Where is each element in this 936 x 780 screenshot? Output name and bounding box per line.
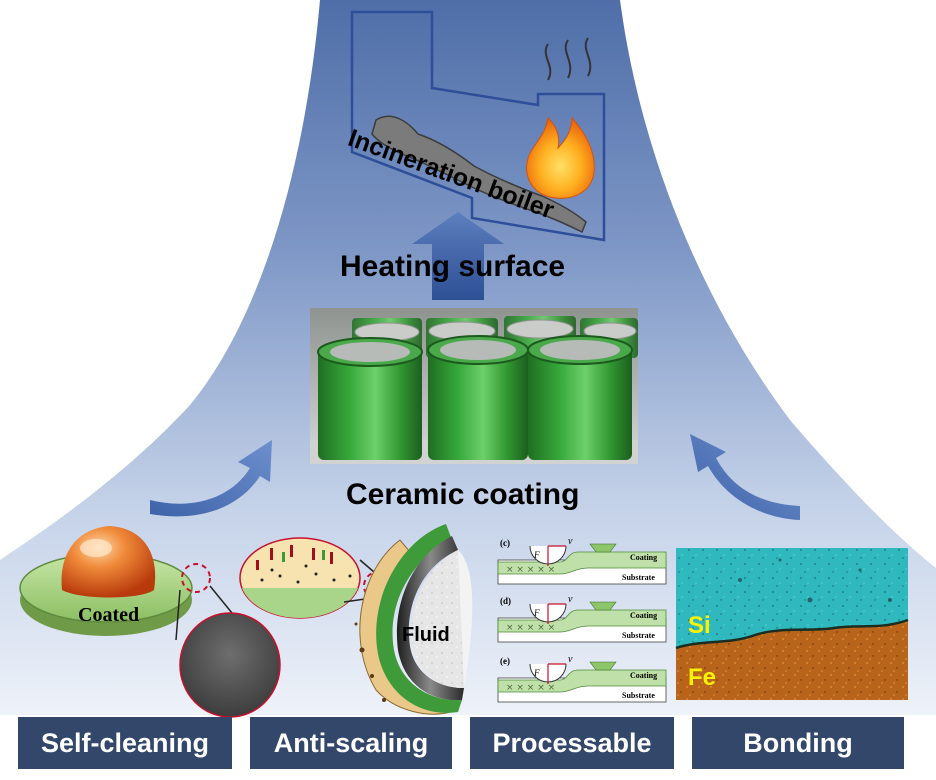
panel-coating-label: Coating <box>630 671 658 680</box>
panel-velocity-label: v <box>568 594 573 605</box>
panel-substrate-label: Substrate <box>622 691 655 700</box>
panel-substrate-label: Substrate <box>622 631 655 640</box>
svg-text:× × × × ×: × × × × × <box>506 565 555 575</box>
waste-bed <box>371 115 587 234</box>
feature-bonding: Bonding <box>692 717 904 769</box>
fluid-region <box>411 550 470 688</box>
panel-coating-label: Coating <box>630 553 658 562</box>
curved-arrow-left-icon <box>150 440 272 517</box>
coated-label: Coated <box>78 604 140 626</box>
processable-panels: × × × × × × × × × × × × × × × <box>497 543 667 703</box>
processing-panel: × × × × × <box>497 601 667 643</box>
eds-fe-label: Fe <box>688 664 717 691</box>
panel-tag: (d) <box>500 596 511 606</box>
flame-icon <box>526 116 595 199</box>
feature-self-cleaning: Self-cleaning <box>18 717 232 769</box>
ceramic-coating-photo <box>310 308 638 464</box>
boiler-outline <box>350 10 606 242</box>
fluid-label: Fluid <box>402 624 450 646</box>
processing-panel: × × × × × <box>497 661 667 703</box>
curved-arrow-right-icon <box>690 434 800 520</box>
eds-si-label: Si <box>688 612 711 639</box>
panel-substrate-label: Substrate <box>622 573 655 582</box>
ceramic-coating-label: Ceramic coating <box>346 478 580 511</box>
panel-tag: (c) <box>500 538 510 548</box>
svg-text:× × × × ×: × × × × × <box>506 623 555 633</box>
steam-icon <box>544 37 592 81</box>
panel-coating-label: Coating <box>630 611 658 620</box>
feature-anti-scaling: Anti-scaling <box>250 717 452 769</box>
processing-panel: × × × × × <box>497 543 667 585</box>
panel-velocity-label: v <box>568 536 573 547</box>
anti-scaling-illustration <box>239 524 473 715</box>
feature-processable: Processable <box>470 717 674 769</box>
panel-tag: (e) <box>500 656 510 666</box>
up-arrow-icon <box>412 212 504 300</box>
panel-force-label: F <box>534 550 540 560</box>
panel-force-label: F <box>534 668 540 678</box>
self-cleaning-illustration <box>19 526 281 718</box>
bonding-eds-map <box>675 548 909 700</box>
panel-force-label: F <box>534 608 540 618</box>
panel-velocity-label: v <box>568 654 573 665</box>
heating-surface-label: Heating surface <box>340 250 566 283</box>
grey-surface-disc <box>179 612 281 718</box>
svg-text:× × × × ×: × × × × × <box>506 683 555 693</box>
